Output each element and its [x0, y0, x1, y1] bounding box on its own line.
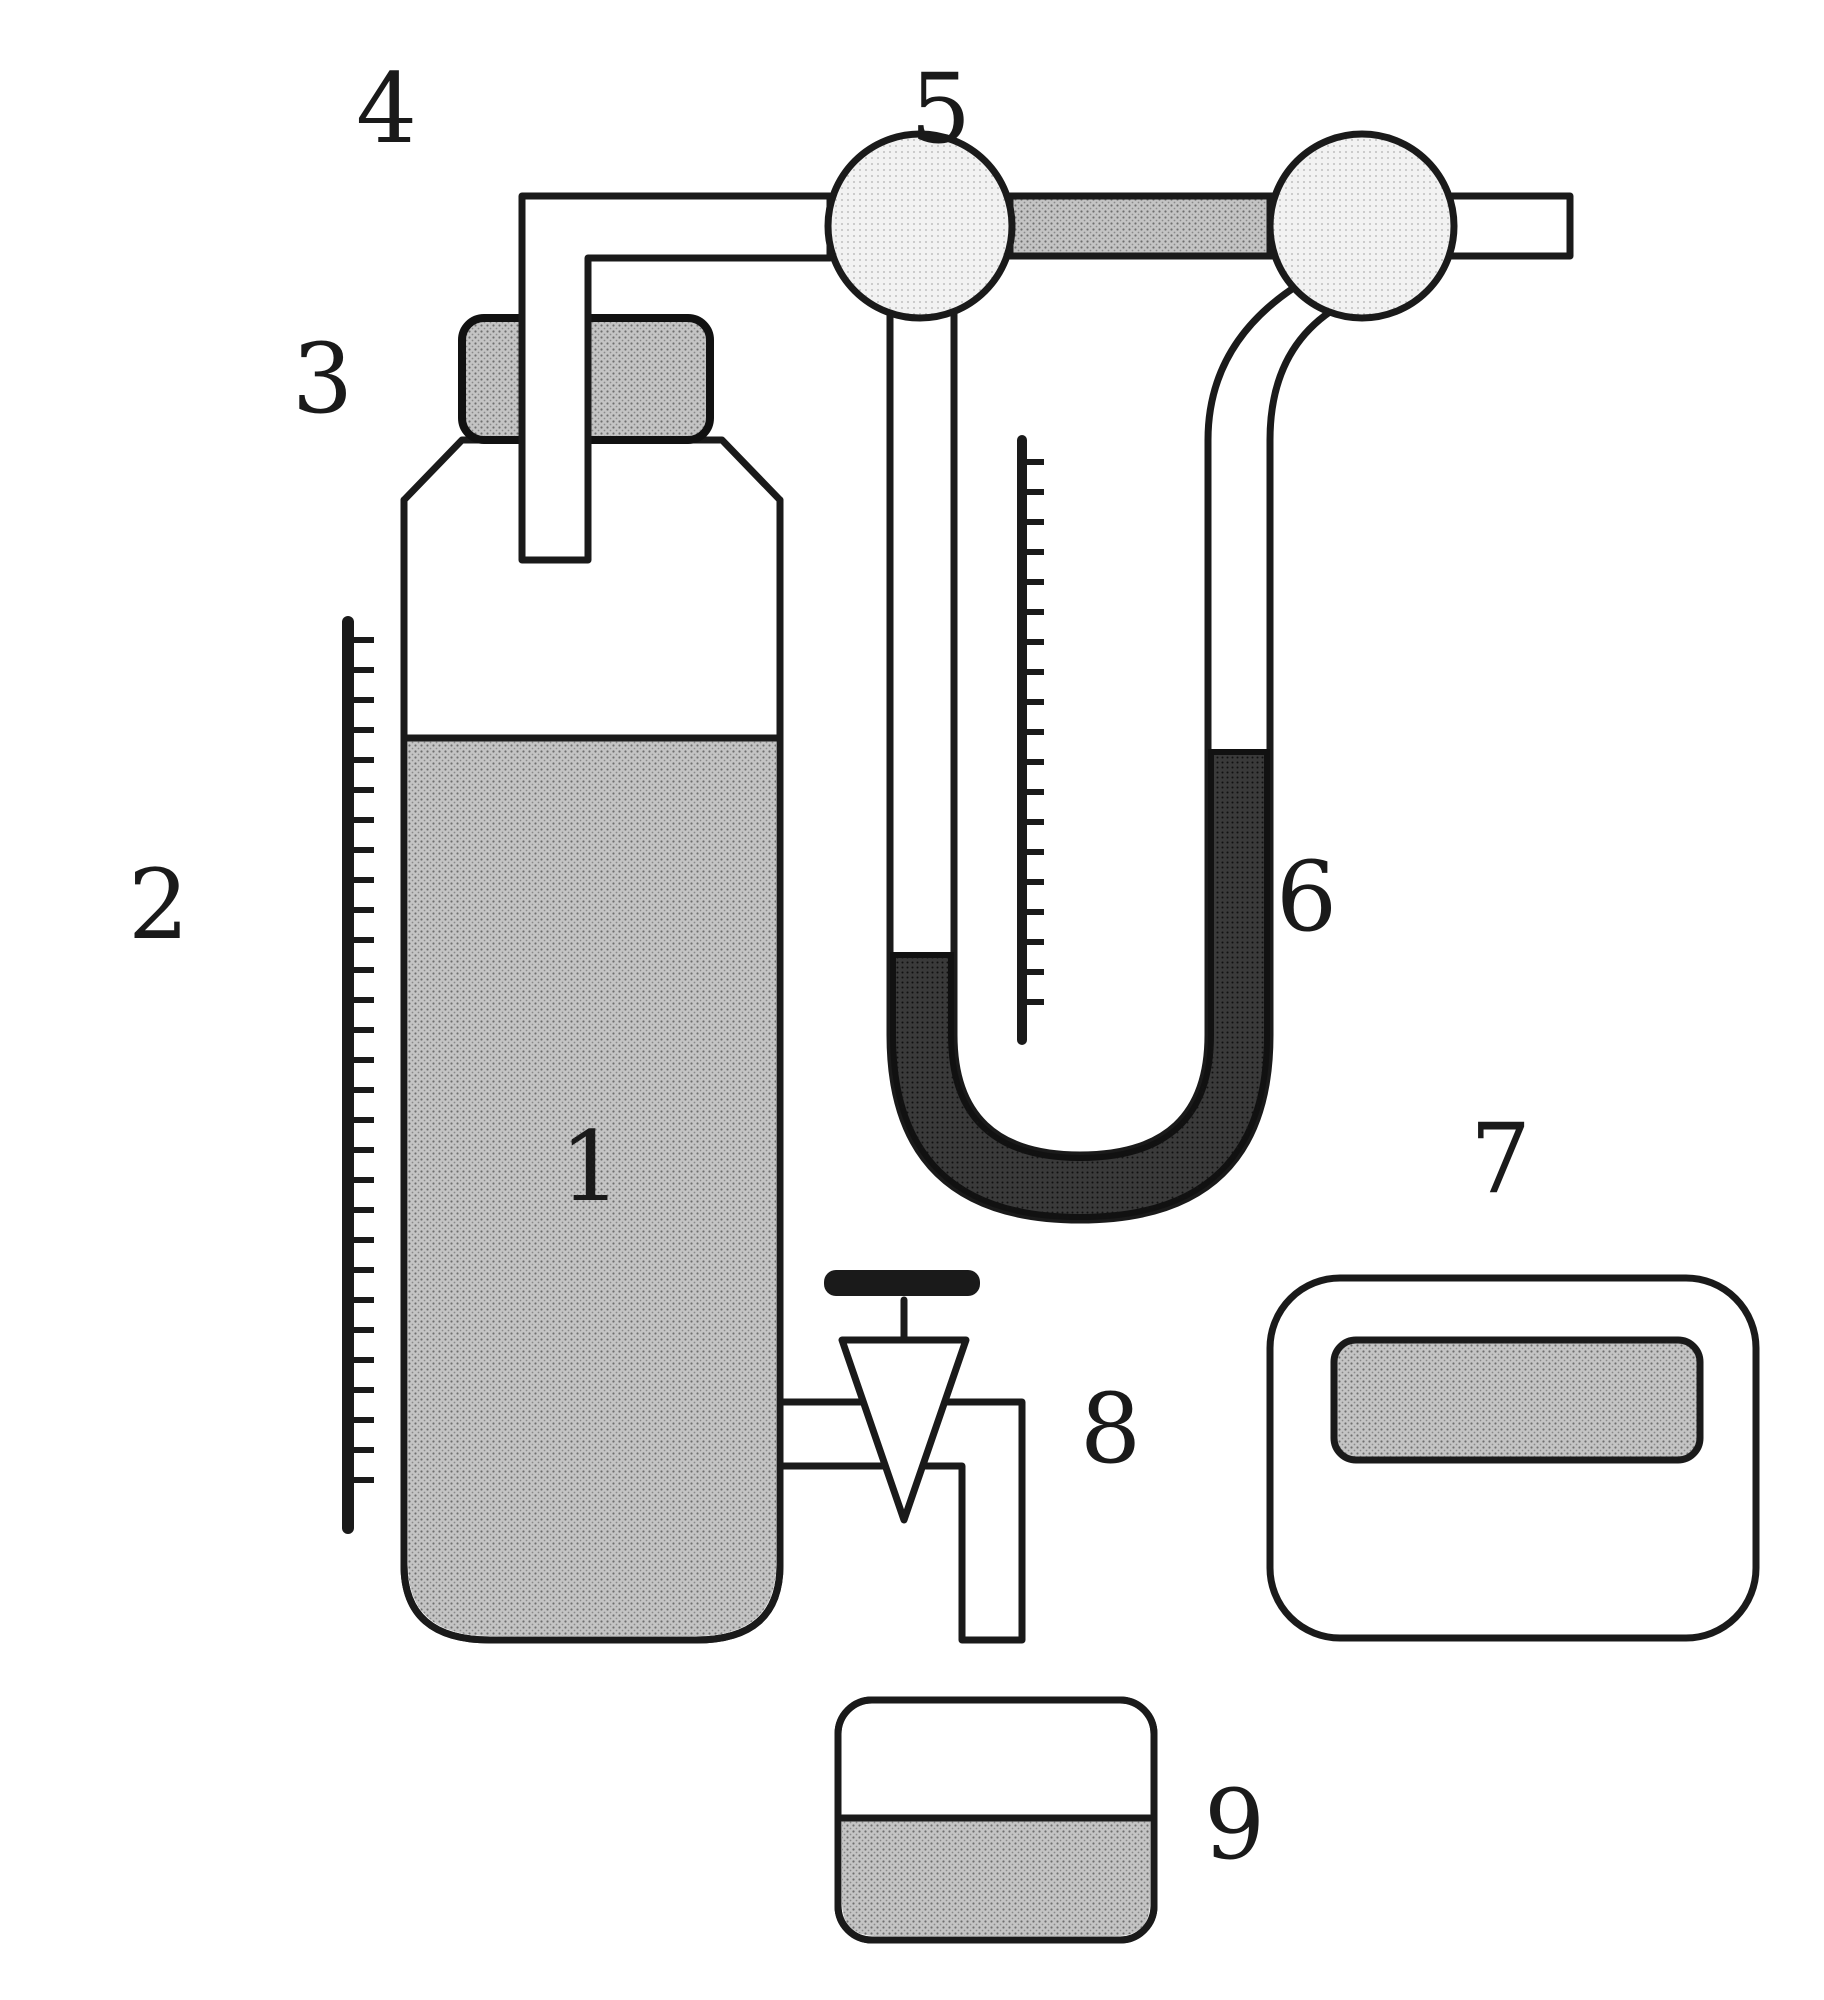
- label-3: 3: [292, 323, 353, 435]
- label-7: 7: [1470, 1103, 1531, 1215]
- label-6: 6: [1276, 841, 1337, 953]
- device-display: [1330, 1336, 1704, 1464]
- outlet-tube: [1436, 192, 1574, 260]
- manometer-fluid: [890, 749, 1270, 1221]
- connecting-tube: [1006, 192, 1274, 260]
- label-1: 1: [560, 1111, 621, 1223]
- u-tube-manometer: [886, 264, 1354, 1224]
- label-9: 9: [1204, 1769, 1265, 1881]
- label-5: 5: [910, 53, 971, 165]
- u-tube-outline: [886, 264, 1354, 1224]
- label-8: 8: [1080, 1373, 1141, 1485]
- label-4: 4: [356, 53, 417, 165]
- bottle: [400, 436, 784, 1644]
- collecting-vessel: [834, 1696, 1158, 1944]
- manometer-scale: [1017, 435, 1044, 1045]
- bottle-scale: [342, 616, 374, 1534]
- drain-tube: [776, 1398, 1026, 1644]
- drain-valve: [776, 1270, 1026, 1644]
- collected-liquid: [842, 1818, 1150, 1936]
- bottle-scale-ticks: [348, 637, 374, 1483]
- valve-handle: [824, 1270, 980, 1296]
- manometer-scale-ticks: [1022, 459, 1044, 1005]
- label-2: 2: [128, 849, 189, 961]
- bottle-liquid: [408, 738, 776, 1636]
- device-box: [1266, 1274, 1760, 1642]
- stopcock-right: [1266, 130, 1458, 322]
- stopcock-left: [824, 130, 1016, 322]
